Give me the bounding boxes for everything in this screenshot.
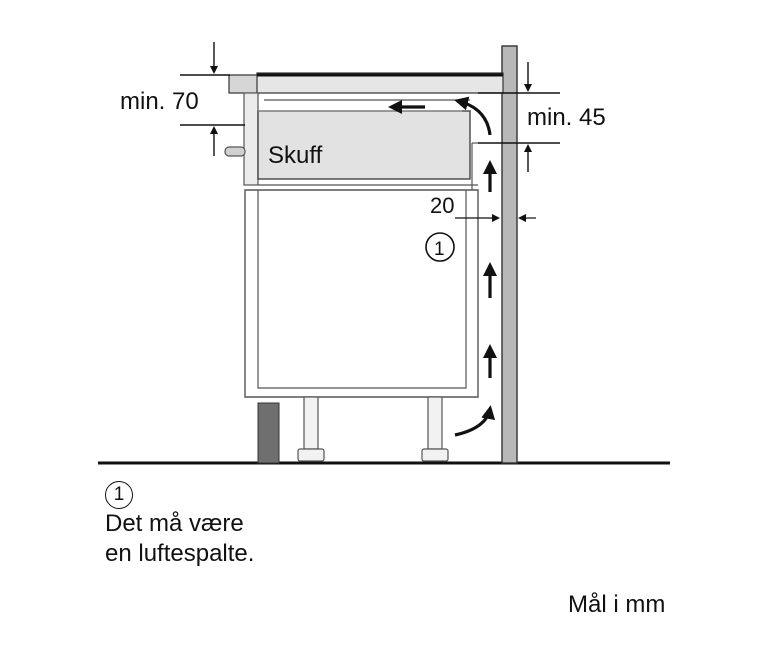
drawer-label: Skuff [268, 142, 323, 169]
worktop-left [228, 74, 260, 94]
note-block: 1 Det må være en luftespalte. [105, 478, 254, 569]
airflow-curve-top-icon [454, 96, 492, 136]
callout-number: 1 [434, 239, 445, 260]
note-line-1: Det må være [105, 510, 244, 537]
callout-circle [425, 232, 455, 262]
plinth [257, 402, 280, 464]
min-side-label: min. 45 [527, 104, 606, 131]
units-note: Mål i mm [568, 591, 666, 618]
note-line-2: en luftespalte. [105, 540, 255, 567]
min-top-label: min. 70 [120, 88, 199, 115]
leg-left [297, 396, 325, 462]
cabinet-side-panel [243, 92, 259, 186]
wall [501, 45, 518, 464]
drawer [257, 110, 471, 180]
airflow-curve-bottom-icon [454, 405, 496, 437]
cooktop [256, 72, 504, 94]
cabinet-inner [257, 190, 467, 389]
airflow-arrows [388, 96, 497, 437]
cabinet-body [244, 189, 479, 398]
leg-right [421, 396, 449, 462]
drawer-handle [224, 146, 246, 157]
note-number: 1 [105, 481, 133, 509]
gap-label: 20 [430, 193, 454, 218]
